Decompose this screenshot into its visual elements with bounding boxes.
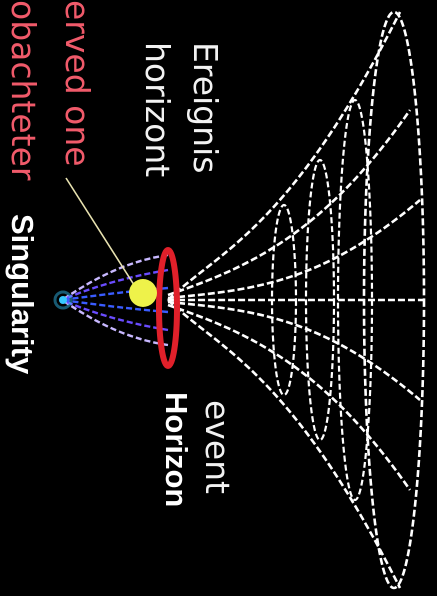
horizon-label: Horizon bbox=[158, 392, 194, 507]
beobachter-label: obachteter bbox=[4, 0, 43, 180]
ereignis-label: Ereignis bbox=[186, 42, 225, 173]
observer-pointer-line bbox=[66, 178, 136, 288]
event-horizon-ring bbox=[159, 250, 177, 366]
observed-one-label: erved one bbox=[58, 0, 97, 167]
observer-dot bbox=[129, 279, 157, 307]
horizont-label: horizont bbox=[138, 42, 177, 177]
singularity-point bbox=[59, 296, 67, 304]
singularity-label: Singularity bbox=[4, 214, 40, 374]
event-label: event bbox=[198, 400, 237, 494]
